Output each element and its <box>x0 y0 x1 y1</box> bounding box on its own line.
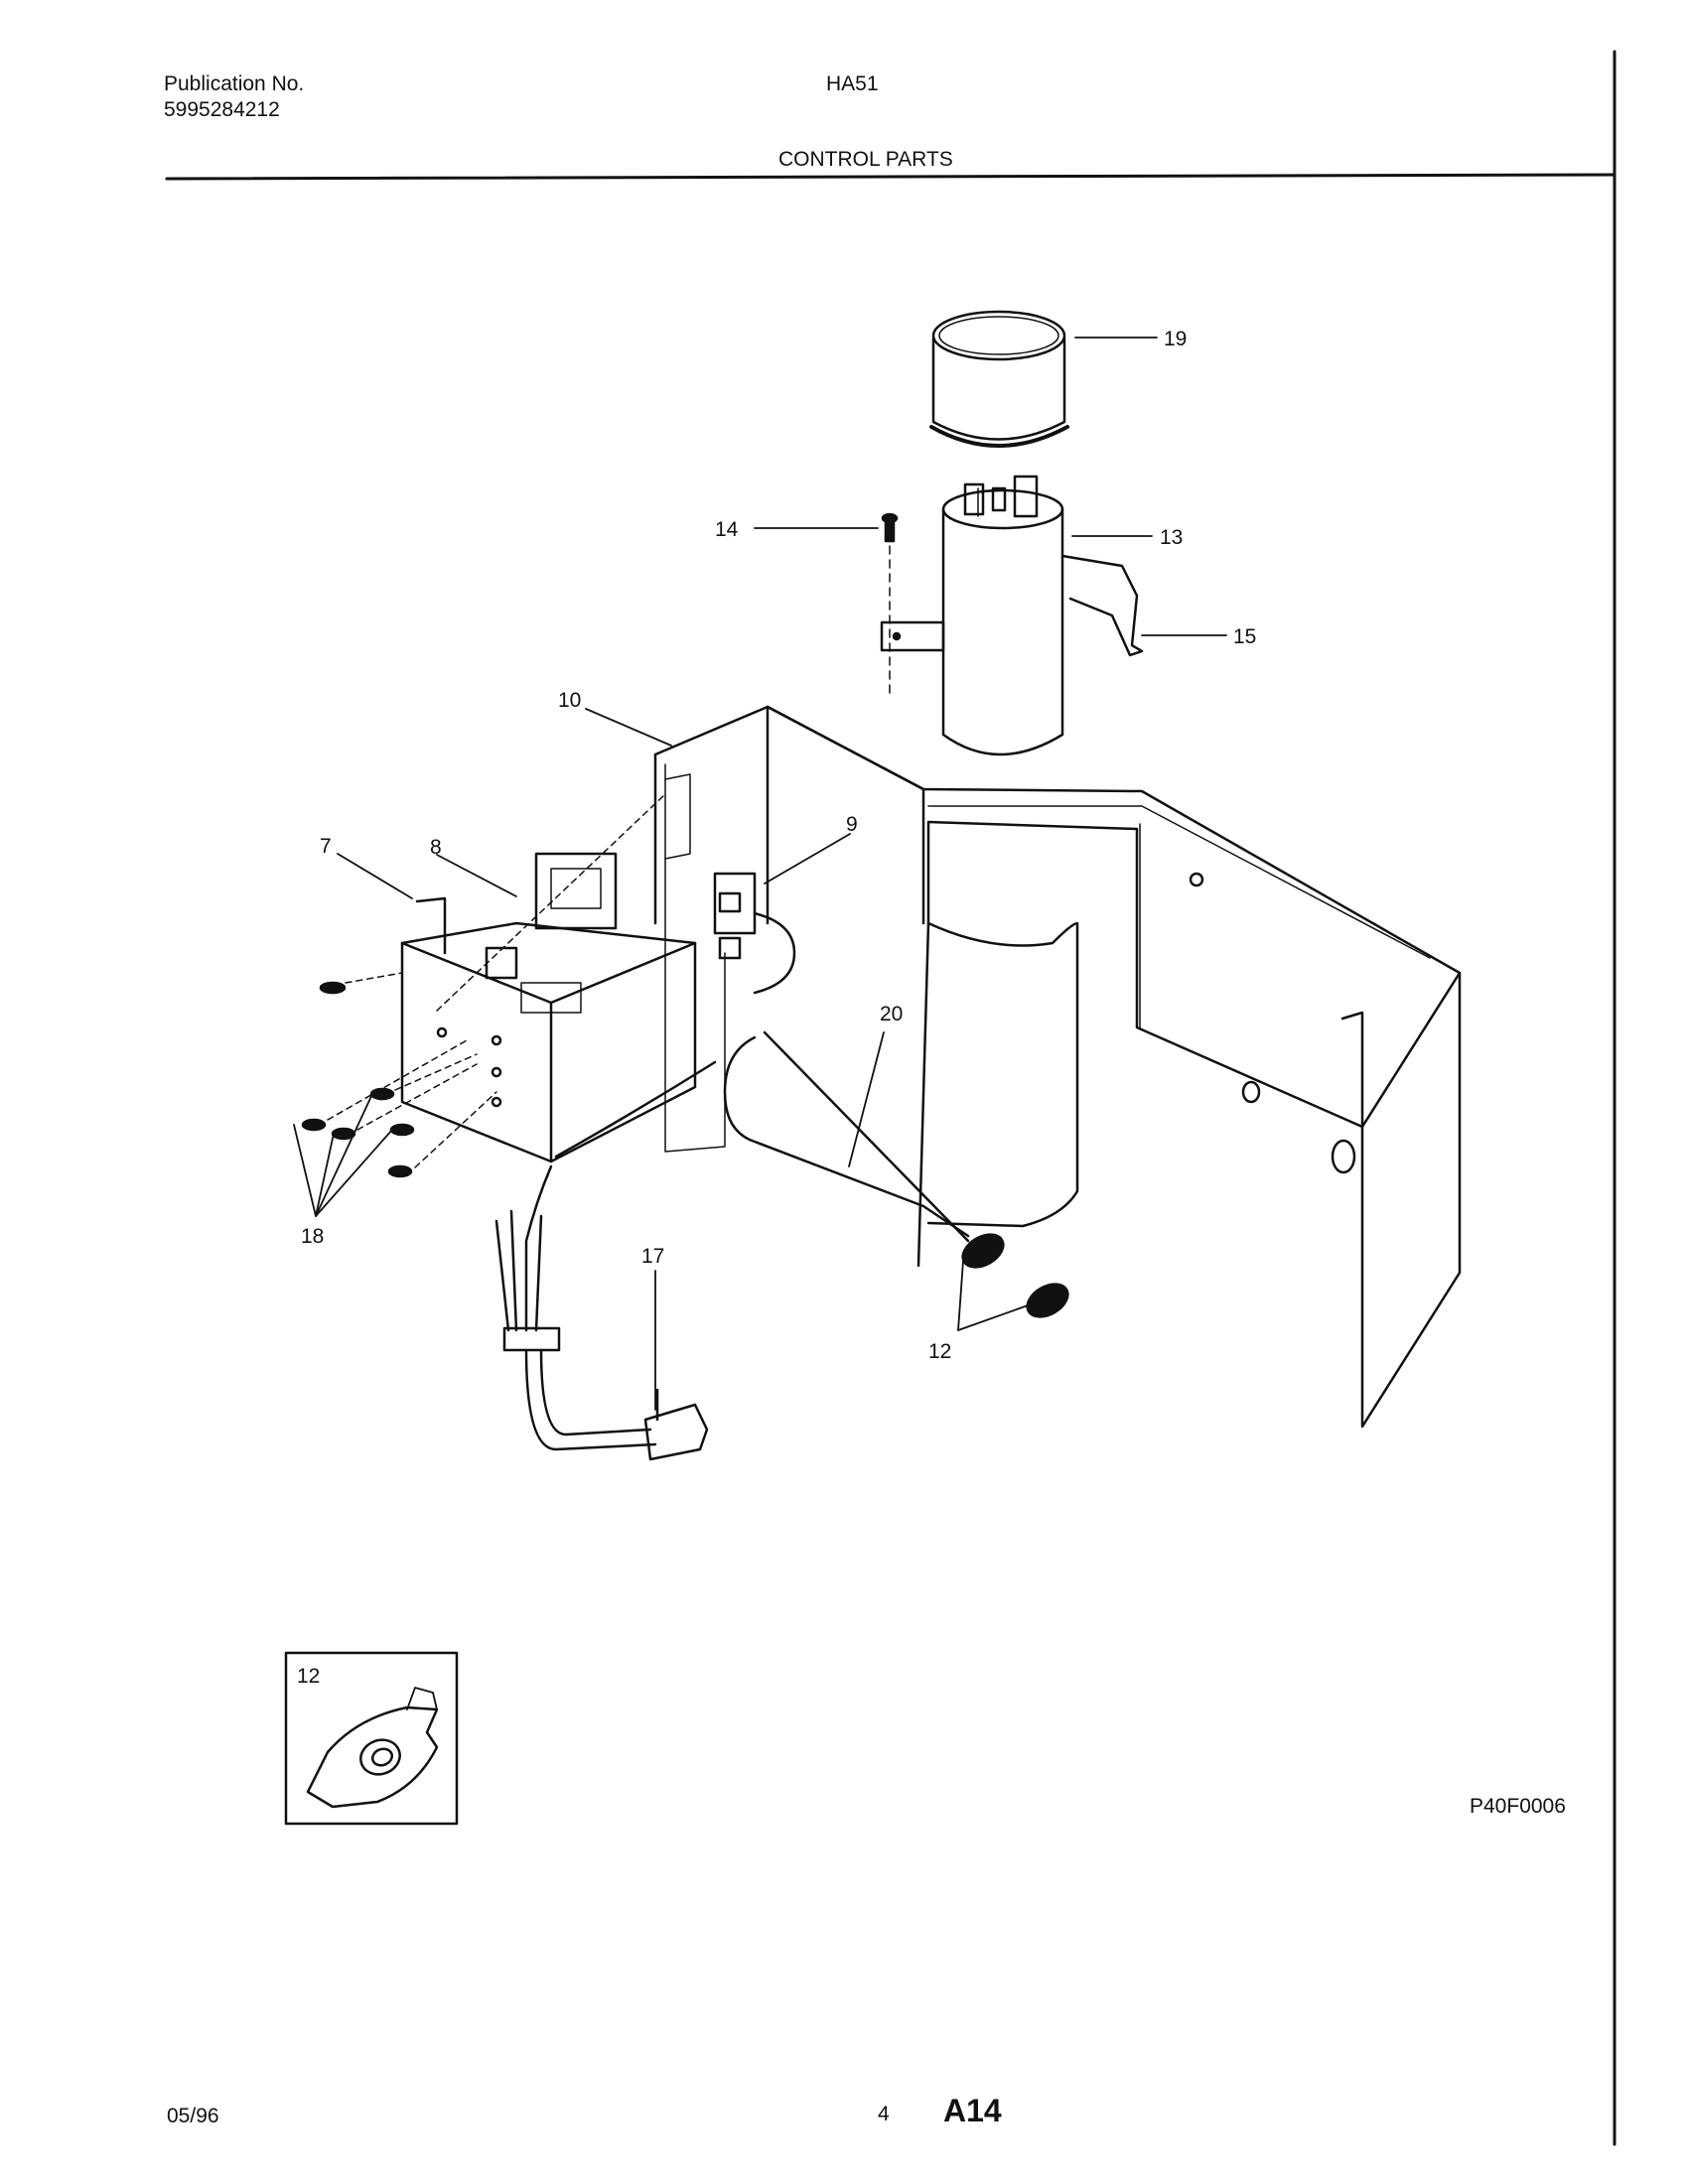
thermostat-switch <box>713 872 796 995</box>
callout-19: 19 <box>1164 328 1187 350</box>
callout-9: 9 <box>846 813 858 836</box>
publication-label: Publication No. <box>164 72 305 95</box>
callout-13: 13 <box>1160 526 1183 549</box>
clip-detail-inset: 12 <box>284 1651 459 1826</box>
capacitor-mount-tab <box>880 620 945 652</box>
callout-15: 15 <box>1233 625 1256 648</box>
power-cord <box>494 1164 709 1461</box>
callout-18: 18 <box>301 1225 324 1248</box>
model-number: HA51 <box>826 72 879 95</box>
callout-17: 17 <box>641 1245 664 1268</box>
control-panel-shield <box>766 705 1462 1429</box>
footer-page-code: A14 <box>943 2093 1002 2128</box>
footer-date: 05/96 <box>167 2105 219 2127</box>
clips-12 <box>961 1233 1069 1318</box>
callout-10: 10 <box>558 689 581 712</box>
capacitor <box>941 475 1064 756</box>
section-title: CONTROL PARTS <box>778 148 953 171</box>
callout-20: 20 <box>880 1003 903 1025</box>
header-rule <box>165 173 1617 181</box>
capacitor-cap <box>929 310 1069 448</box>
callout-12: 12 <box>928 1340 951 1363</box>
control-box <box>400 852 697 1163</box>
mounting-screws-18 <box>301 981 415 1178</box>
publication-number: 5995284212 <box>164 98 280 121</box>
screw-14 <box>881 512 899 696</box>
footer-page-number: 4 <box>878 2103 890 2125</box>
callout-7: 7 <box>320 835 332 858</box>
inset-label: 12 <box>297 1665 320 1688</box>
sensing-bulb-wire <box>554 1030 970 1243</box>
curved-duct-panel <box>926 921 1079 1228</box>
callout-8: 8 <box>430 836 442 859</box>
figure-code: P40F0006 <box>1470 1795 1566 1818</box>
capacitor-strap <box>1060 554 1144 657</box>
control-box-upright <box>436 705 925 1153</box>
callout-14: 14 <box>715 518 739 541</box>
